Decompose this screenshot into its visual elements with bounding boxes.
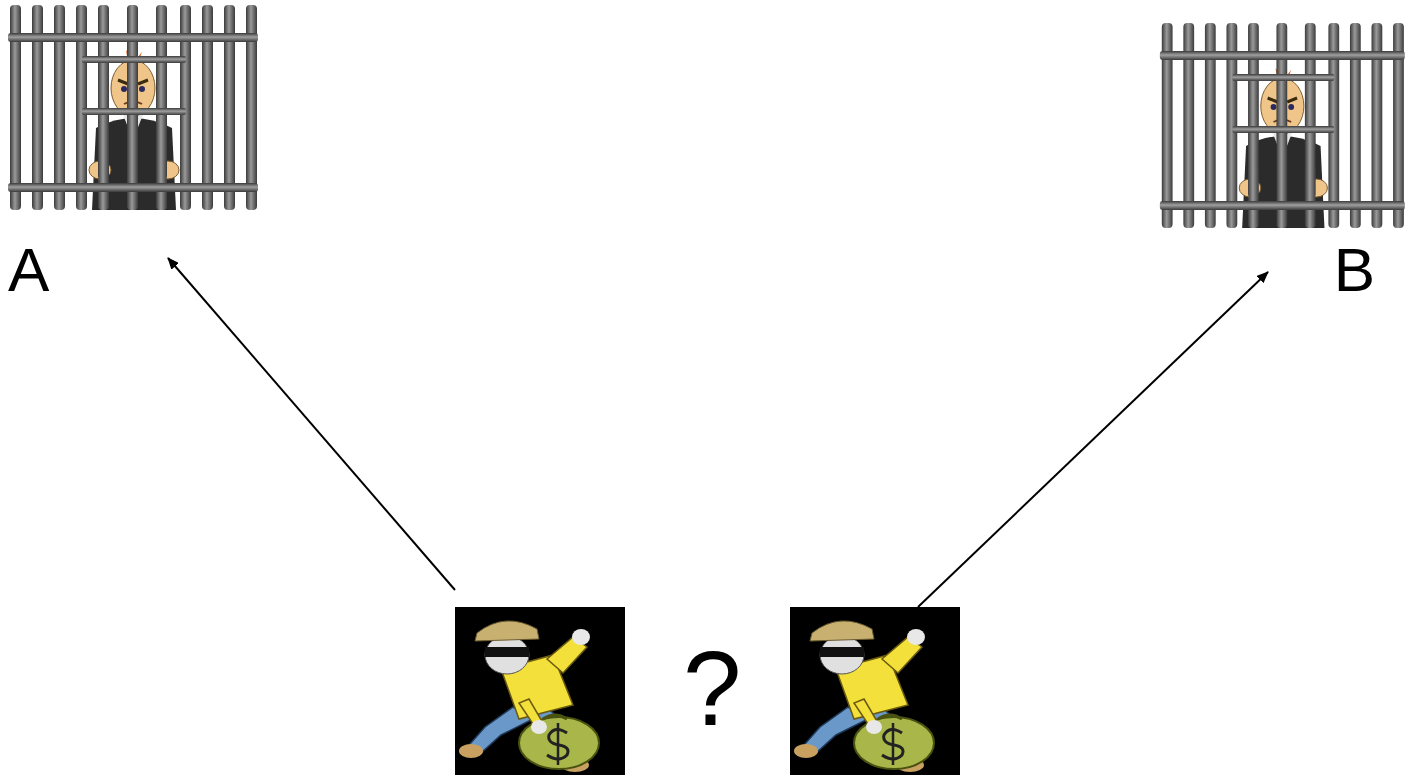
question-mark: ? xyxy=(683,636,741,741)
jail-node: B xyxy=(1150,18,1407,301)
jail-cell xyxy=(1160,23,1405,228)
jail-node: A xyxy=(5,5,267,301)
arrow xyxy=(918,272,1268,607)
robber-icon xyxy=(790,607,960,775)
cell-label: A xyxy=(8,239,49,301)
robber-icon xyxy=(455,607,625,775)
cell-label: B xyxy=(1334,239,1375,301)
jail-cell xyxy=(8,5,258,210)
arrow xyxy=(168,258,455,590)
